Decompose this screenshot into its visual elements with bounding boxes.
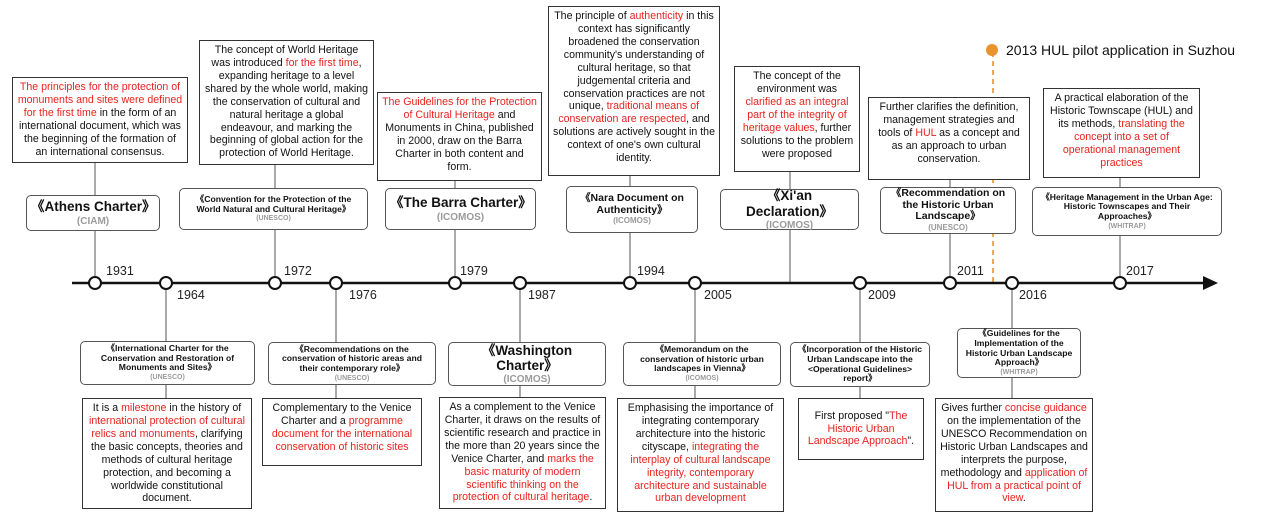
charter-heritage-urban-age: 《Heritage Management in the Urban Age: H… xyxy=(1032,187,1222,236)
year-label: 2017 xyxy=(1126,264,1154,278)
node-2016 xyxy=(1005,276,1019,290)
note-heritage-urban-age: A practical elaboration of the Historic … xyxy=(1043,88,1200,178)
charter-venice: 《International Charter for the Conservat… xyxy=(80,341,255,385)
charter-world-heritage: 《Convention for the Protection of the Wo… xyxy=(179,188,368,230)
note-athens: The principles for the protection of mon… xyxy=(12,77,188,163)
charter-hul-recommendation: 《Recommendation on the Historic Urban La… xyxy=(880,187,1016,234)
node-2009 xyxy=(853,276,867,290)
year-label: 1972 xyxy=(284,264,312,278)
node-1994 xyxy=(623,276,637,290)
year-label: 1931 xyxy=(106,264,134,278)
note-vienna: Emphasising the importance of integratin… xyxy=(617,398,784,512)
year-label: 1964 xyxy=(177,288,205,302)
note-nara: The principle of authenticity in this co… xyxy=(548,6,720,176)
charter-washington: 《Washington Charter》 (ICOMOS) xyxy=(448,342,606,386)
node-2011 xyxy=(943,276,957,290)
charter-burra: 《The Barra Charter》 (ICOMOS) xyxy=(385,188,536,230)
year-label: 1979 xyxy=(460,264,488,278)
note-burra: The Guidelines for the Protection of Cul… xyxy=(377,92,542,181)
node-2005 xyxy=(688,276,702,290)
charter-nairobi: 《Recommendations on the conservation of … xyxy=(268,342,436,385)
note-xian: The concept of the environment was clari… xyxy=(734,66,860,172)
note-nairobi: Complementary to the Venice Charter and … xyxy=(262,398,422,466)
legend-label: 2013 HUL pilot application in Suzhou xyxy=(1006,42,1236,58)
year-label: 2009 xyxy=(868,288,896,302)
charter-hul-guidelines: 《Guidelines for the Implementation of th… xyxy=(957,328,1081,378)
charter-operational-guidelines: 《Incorporation of the Historic Urban Lan… xyxy=(790,342,930,387)
note-operational-guidelines: First proposed "The Historic Urban Lands… xyxy=(798,398,924,460)
note-hul-guidelines: Gives further concise guidance on the im… xyxy=(935,398,1093,512)
node-1979 xyxy=(448,276,462,290)
note-hul-recommendation: Further clarifies the definition, manage… xyxy=(868,97,1030,180)
node-1972 xyxy=(268,276,282,290)
year-label: 2005 xyxy=(704,288,732,302)
charter-athens: 《Athens Charter》 (CIAM) xyxy=(26,195,160,231)
node-2017 xyxy=(1113,276,1127,290)
node-1976 xyxy=(329,276,343,290)
charter-xian: 《Xi'an Declaration》 (ICOMOS) xyxy=(720,188,859,231)
note-washington: As a complement to the Venice Charter, i… xyxy=(439,397,606,509)
year-label: 2016 xyxy=(1019,288,1047,302)
node-1964 xyxy=(159,276,173,290)
year-label: 2011 xyxy=(957,264,984,278)
charter-vienna: 《Memorandum on the conservation of histo… xyxy=(623,342,781,386)
year-label: 1987 xyxy=(528,288,556,302)
year-label: 1994 xyxy=(637,264,665,278)
legend: 2013 HUL pilot application in Suzhou xyxy=(986,42,1235,58)
note-venice: It is a milestone in the history of inte… xyxy=(82,398,252,509)
charter-nara: 《Nara Document on Authenticity》 (ICOMOS) xyxy=(566,186,698,233)
node-1987 xyxy=(513,276,527,290)
year-label: 1976 xyxy=(349,288,377,302)
note-world-heritage: The concept of World Heritage was introd… xyxy=(199,40,374,165)
node-1931 xyxy=(88,276,102,290)
timeline-arrow-icon xyxy=(1203,276,1218,290)
orange-dot-icon xyxy=(986,44,998,56)
